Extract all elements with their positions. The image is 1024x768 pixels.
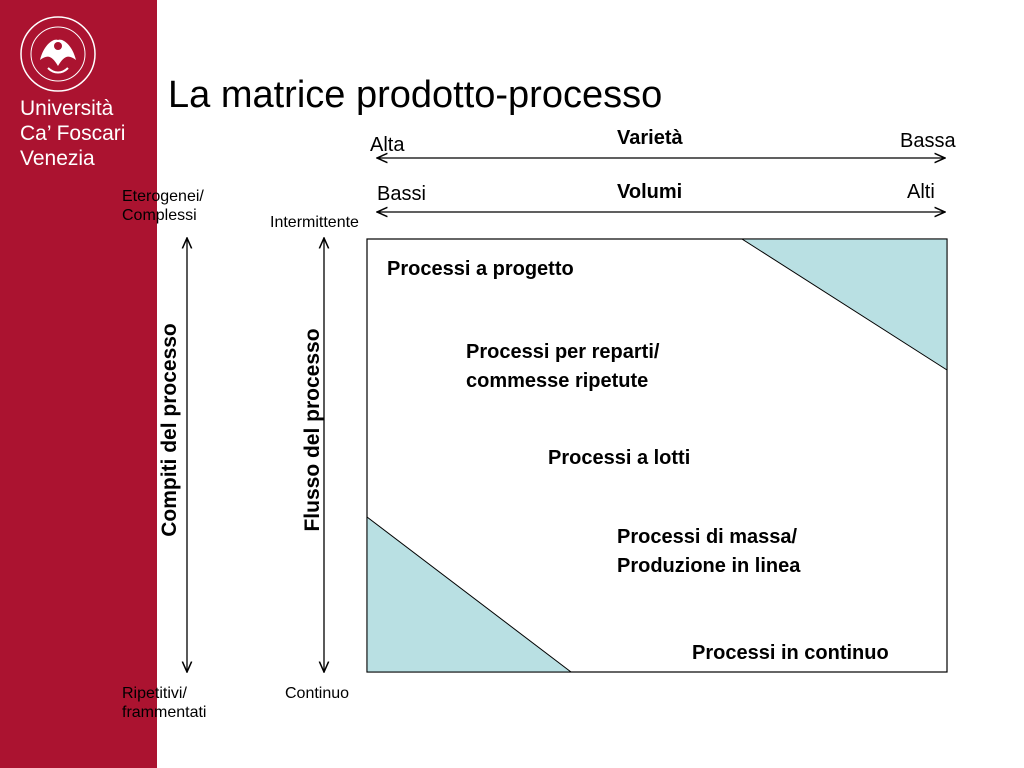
process-jobshop: Processi per reparti/ commesse ripetute <box>466 338 659 396</box>
university-name-line-3: Venezia <box>20 147 95 170</box>
process-mass: Processi di massa/ Produzione in linea <box>617 523 800 581</box>
university-sidebar: Università Ca’ Foscari Venezia <box>0 0 157 768</box>
flow-top-label: Intermittente <box>270 214 359 231</box>
university-name-line-2: Ca’ Foscari <box>20 122 126 145</box>
flow-bottom-label: Continuo <box>285 685 350 702</box>
variety-label: Varietà <box>617 127 683 149</box>
top-right-triangle <box>740 238 948 371</box>
university-seal-logo <box>20 16 96 92</box>
variety-high-label: Alta <box>370 134 405 156</box>
process-jobshop-line-1: Processi per reparti/ <box>466 341 660 363</box>
variety-low-label: Bassa <box>900 130 956 152</box>
process-mass-line-2: Produzione in linea <box>617 555 801 577</box>
process-jobshop-line-2: commesse ripetute <box>466 370 649 392</box>
bottom-left-triangle <box>366 515 573 673</box>
university-name: Università Ca’ Foscari Venezia <box>20 96 125 171</box>
process-batch: Processi a lotti <box>548 447 691 469</box>
slide-title: La matrice prodotto-processo <box>168 74 663 116</box>
process-continuous: Processi in continuo <box>692 642 889 664</box>
process-project: Processi a progetto <box>387 258 574 280</box>
volume-low-label: Bassi <box>377 183 426 205</box>
tasks-axis-title: Compiti del processo <box>158 323 181 537</box>
university-name-line-1: Università <box>20 97 114 120</box>
volume-label: Volumi <box>617 181 683 203</box>
matrix-box <box>366 238 948 673</box>
volume-high-label: Alti <box>907 181 935 203</box>
tasks-top-label: Eterogenei/ Complessi <box>122 188 204 224</box>
process-mass-line-1: Processi di massa/ <box>617 526 798 548</box>
tasks-bottom-label: Ripetitivi/ frammentati <box>122 685 207 721</box>
flow-axis-title: Flusso del processo <box>301 328 324 532</box>
